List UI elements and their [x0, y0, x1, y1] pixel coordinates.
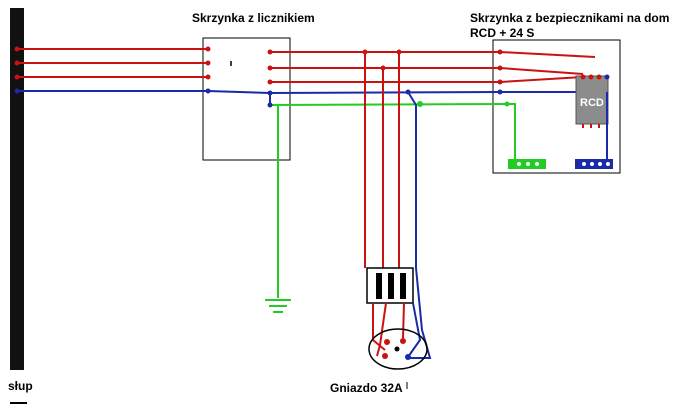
socket-neutral-feed	[407, 302, 422, 358]
fuse-box-label: Skrzynka z bezpiecznikami na dom	[470, 11, 669, 25]
junction-dots	[14, 46, 610, 108]
rcd-label: RCD	[580, 97, 604, 109]
socket-neutral-drop	[407, 91, 432, 359]
fuse-box-sublabel: RCD + 24 S	[470, 26, 534, 40]
outgoing-neutral-wire	[207, 90, 607, 95]
outgoing-phase-wires	[270, 51, 596, 83]
neutral-bar-terminals	[582, 162, 610, 166]
socket-pin-dots	[382, 338, 411, 360]
meter-box	[202, 37, 291, 161]
fuse-box	[492, 39, 621, 174]
meter-box-label: Skrzynka z licznikiem	[192, 11, 315, 25]
earth-bar-terminals	[517, 162, 539, 166]
pole-label: słup	[8, 379, 33, 393]
socket-phase-drops	[364, 52, 400, 268]
socket-connector-pins	[376, 273, 406, 299]
earth-symbol-icon	[265, 299, 291, 313]
socket-outline	[368, 328, 428, 370]
rcd-module	[575, 75, 609, 125]
pole	[10, 8, 24, 370]
incoming-phase-wires	[17, 48, 208, 78]
socket-feed-wires	[372, 302, 405, 357]
socket-label: Gniazdo 32A	[330, 381, 403, 395]
rcd-output-wires	[582, 124, 600, 128]
